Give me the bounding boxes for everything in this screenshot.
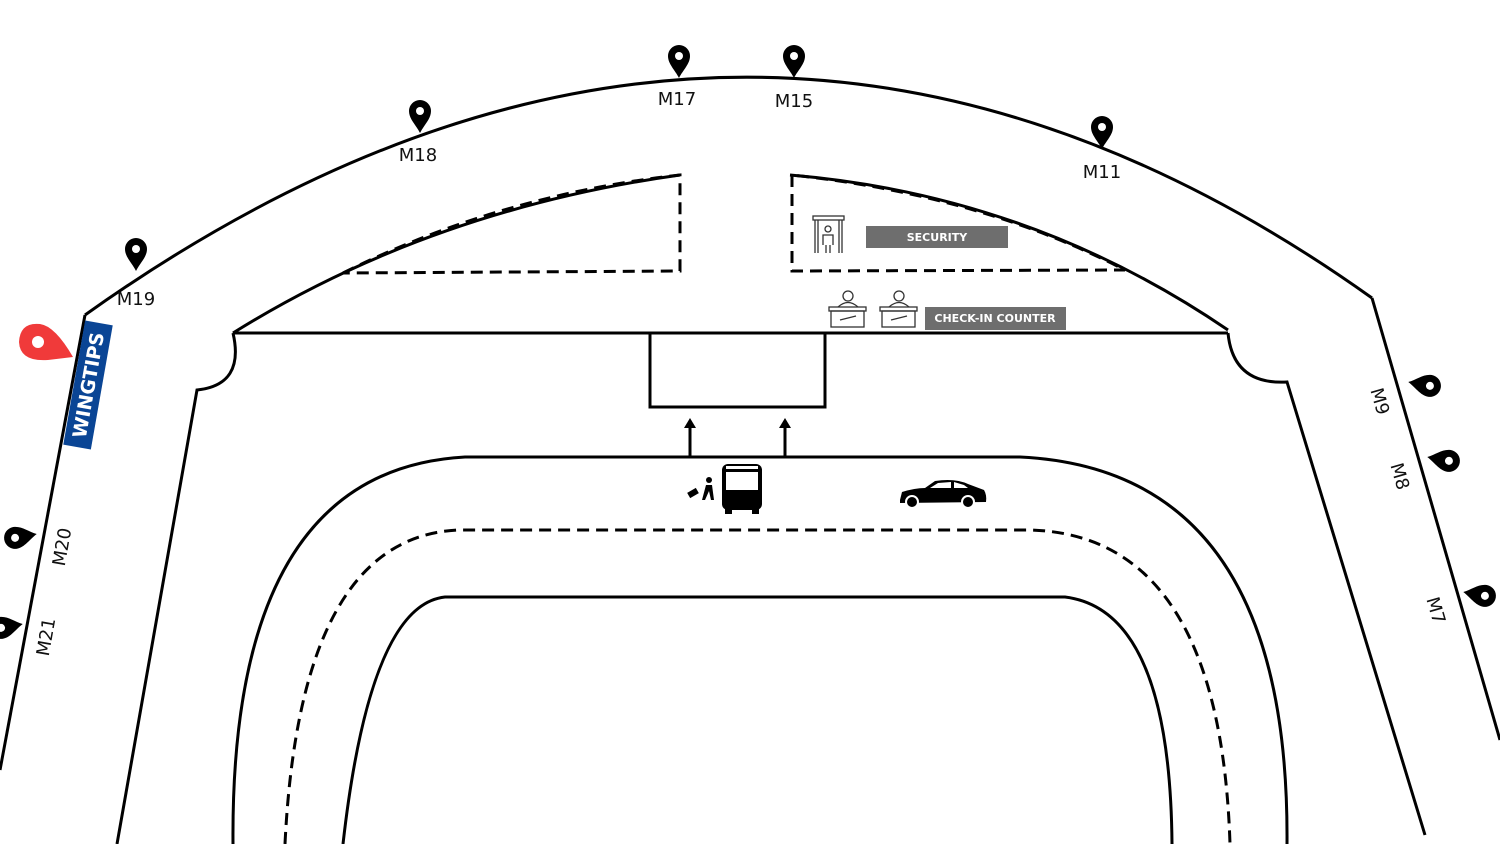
checkin-label-box (925, 307, 1066, 330)
map-pin-icon[interactable] (0, 613, 25, 641)
current-location-marker-icon[interactable] (19, 323, 73, 361)
front-left-wall (115, 332, 237, 844)
terminal-outer-wall (84, 75, 1373, 317)
map-pin-icon[interactable] (125, 238, 147, 271)
front-right-wall (1226, 332, 1427, 836)
zone-security-dashed (790, 173, 1126, 273)
arrow-up-icon (779, 418, 791, 457)
traveler-icon (687, 477, 714, 500)
map-pin-icon[interactable] (1406, 371, 1443, 399)
bus-icon (722, 464, 762, 514)
gate-label-m17: M17 (658, 89, 696, 110)
gate-label-m7: M7 (1421, 595, 1449, 627)
map-pin-icon[interactable] (783, 45, 805, 78)
map-pin-icon[interactable] (409, 100, 431, 133)
gate-label-m8: M8 (1385, 461, 1413, 493)
security-label: SECURITY (907, 231, 969, 244)
zone-left-dashed (342, 173, 682, 275)
gate-label-m9: M9 (1365, 386, 1393, 418)
gate-label-m18: M18 (399, 145, 437, 166)
current-location-marker-dot (32, 336, 44, 348)
map-pin-icon[interactable] (668, 45, 690, 78)
arrow-up-icon (684, 418, 696, 457)
gate-label-m11: M11 (1083, 162, 1121, 183)
gate-label-m20: M20 (49, 526, 76, 568)
map-pin-icon[interactable] (2, 523, 39, 551)
security-scanner-icon (812, 215, 845, 253)
checkin-desk-icon (879, 290, 918, 328)
checkin-label: CHECK-IN COUNTER (934, 312, 1056, 325)
terminal-right-wall (1370, 297, 1500, 741)
road-center-dashed (283, 528, 1232, 844)
gate-label-m21: M21 (33, 616, 60, 658)
entrance-box (648, 333, 827, 409)
terminal-left-wall (0, 314, 87, 771)
inner-roof-left (232, 173, 681, 335)
map-pin-icon[interactable] (1425, 446, 1462, 474)
checkin-desk-icon (828, 290, 867, 328)
gate-label-m15: M15 (775, 91, 813, 112)
road-outer-edge (231, 455, 1289, 844)
gate-label-m19: M19 (117, 289, 155, 310)
map-pin-icon[interactable] (1461, 581, 1498, 609)
security-label-box (866, 226, 1008, 248)
car-icon (900, 480, 987, 509)
road-inner-edge (341, 595, 1174, 844)
